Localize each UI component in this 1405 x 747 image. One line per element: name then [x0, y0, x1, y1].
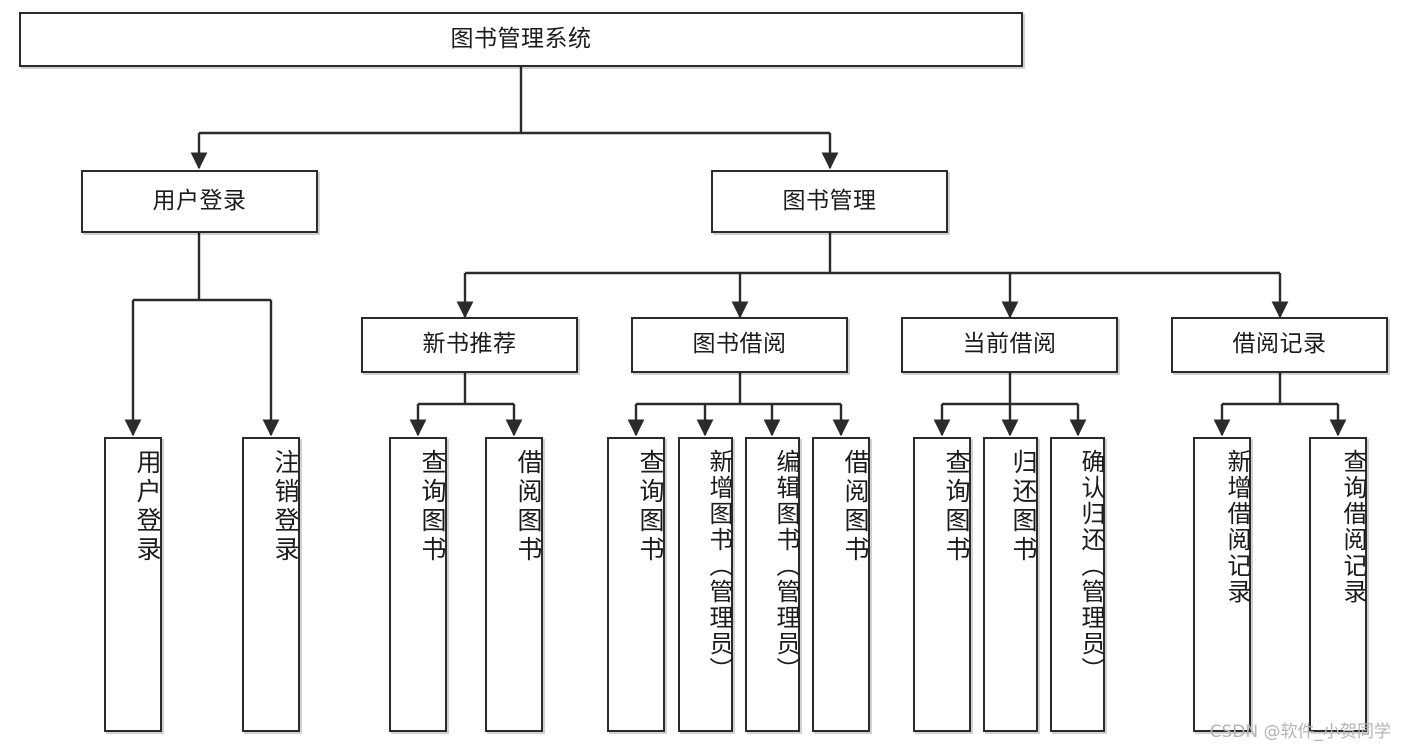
node-leaf-confirm-return[interactable]: 确认归还（管理员） — [1050, 437, 1105, 732]
node-label: 用户登录 — [133, 449, 162, 565]
node-label: 图书管理 — [782, 187, 877, 214]
node-label: 借阅记录 — [1232, 331, 1327, 358]
node-label: 图书管理系统 — [450, 25, 592, 52]
node-leaf-query-book-3[interactable]: 查询图书 — [913, 437, 971, 732]
node-label: 借阅图书 — [841, 449, 870, 565]
node-book-manage[interactable]: 图书管理 — [711, 170, 948, 233]
node-leaf-borrow-book-1[interactable]: 借阅图书 — [485, 437, 543, 732]
node-label: 查询借阅记录 — [1339, 449, 1367, 605]
node-label: 新书推荐 — [422, 331, 517, 358]
node-leaf-query-book-1[interactable]: 查询图书 — [389, 437, 447, 732]
node-leaf-user-login[interactable]: 用户登录 — [104, 437, 162, 732]
node-root-book-management-system[interactable]: 图书管理系统 — [19, 12, 1023, 67]
node-current-borrow[interactable]: 当前借阅 — [901, 317, 1118, 373]
node-leaf-edit-book[interactable]: 编辑图书（管理员） — [745, 437, 800, 732]
node-borrow-record[interactable]: 借阅记录 — [1171, 317, 1388, 373]
node-label: 编辑图书（管理员） — [772, 449, 800, 683]
node-label: 确认归还（管理员） — [1077, 449, 1105, 683]
node-label: 查询图书 — [942, 449, 971, 565]
node-leaf-borrow-book-2[interactable]: 借阅图书 — [812, 437, 870, 732]
node-label: 当前借阅 — [962, 331, 1057, 358]
node-new-book-recommend[interactable]: 新书推荐 — [361, 317, 578, 373]
node-leaf-add-record[interactable]: 新增借阅记录 — [1193, 437, 1251, 732]
node-label: 借阅图书 — [514, 449, 543, 565]
node-leaf-query-book-2[interactable]: 查询图书 — [607, 437, 665, 732]
node-book-borrow[interactable]: 图书借阅 — [631, 317, 848, 373]
node-label: 新增图书（管理员） — [705, 449, 733, 683]
node-label: 注销登录 — [271, 449, 300, 565]
node-label: 查询图书 — [636, 449, 665, 565]
node-label: 归还图书 — [1009, 449, 1038, 565]
node-label: 新增借阅记录 — [1223, 449, 1251, 605]
node-label: 用户登录 — [152, 187, 247, 214]
node-label: 图书借阅 — [692, 331, 787, 358]
node-leaf-query-record[interactable]: 查询借阅记录 — [1309, 437, 1367, 732]
node-label: 查询图书 — [418, 449, 447, 565]
node-leaf-add-book[interactable]: 新增图书（管理员） — [678, 437, 733, 732]
node-leaf-return-book[interactable]: 归还图书 — [983, 437, 1038, 732]
node-user-login[interactable]: 用户登录 — [81, 170, 318, 233]
node-leaf-logout-login[interactable]: 注销登录 — [242, 437, 300, 732]
